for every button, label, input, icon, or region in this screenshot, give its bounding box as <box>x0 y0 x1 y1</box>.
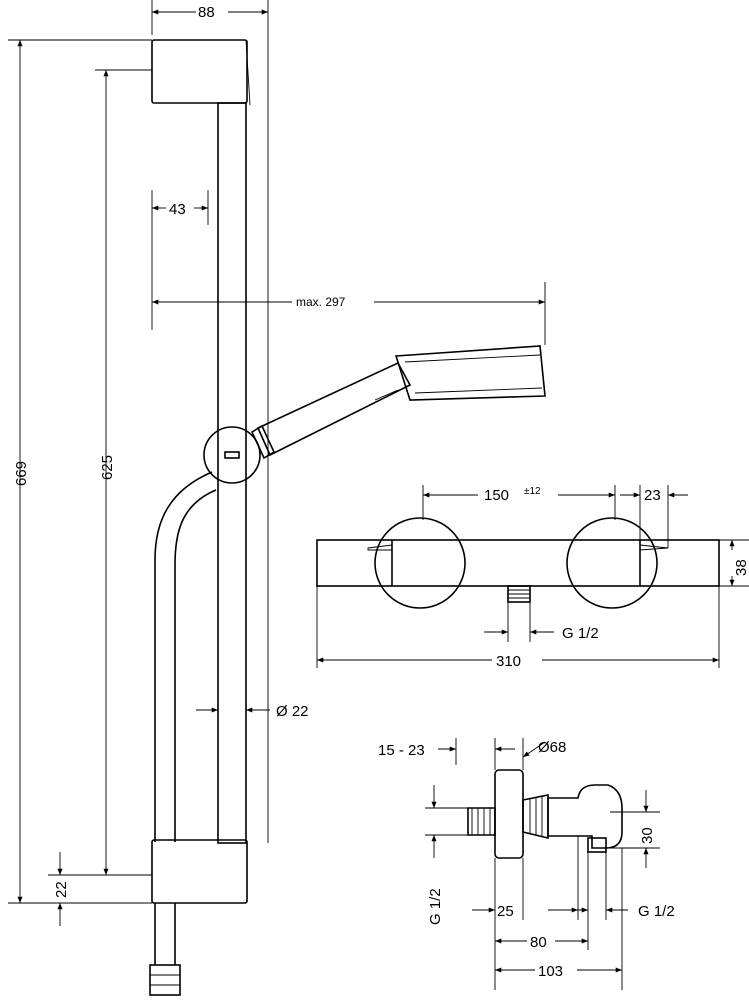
side-body <box>547 784 623 849</box>
dim-side-offset: 30 <box>639 827 656 844</box>
left-rosette <box>374 517 466 609</box>
thermostat-side-view: 15 - 23 Ø68 G 1/2 30 25 G 1/2 <box>378 738 675 990</box>
slider-knob <box>203 426 261 484</box>
bottom-bracket <box>151 839 248 904</box>
dim-eccentric-range: 15 - 23 <box>378 742 425 759</box>
thermostat-front-view: 150 ±12 23 38 G 1/2 310 <box>316 484 749 670</box>
rail-bar <box>217 102 247 844</box>
dim-bottom-offset: 22 <box>53 881 70 898</box>
dim-valve-spacing-tolerance: ±12 <box>524 486 541 497</box>
shower-hose <box>154 471 213 842</box>
hose-nut <box>149 964 181 996</box>
dim-max-reach: max. 297 <box>296 295 346 309</box>
dim-rail-height: 625 <box>99 455 116 480</box>
dim-rosette-diameter: Ø68 <box>538 739 566 756</box>
dim-bracket-offset: 43 <box>169 201 186 218</box>
dim-outlet-thread-side: G 1/2 <box>638 903 675 920</box>
top-bracket <box>151 39 248 104</box>
dim-total-height: 669 <box>13 461 30 486</box>
side-rosette <box>494 769 524 859</box>
dim-valve-edge: 23 <box>644 487 661 504</box>
dim-pipe-diameter: Ø 22 <box>276 703 309 720</box>
hand-shower <box>250 345 546 460</box>
side-eccentric <box>467 807 496 836</box>
dim-top-width: 88 <box>198 4 215 21</box>
dim-body-length: 310 <box>496 653 521 670</box>
dim-side-80: 80 <box>530 934 547 951</box>
dim-outlet-thread-front: G 1/2 <box>562 625 599 642</box>
dim-side-103: 103 <box>538 963 563 980</box>
shower-rail-view: 88 669 625 43 max. 297 Ø 22 22 <box>8 0 546 996</box>
dim-inlet-thread-side: G 1/2 <box>427 888 444 925</box>
dim-body-height: 38 <box>733 559 749 576</box>
dim-valve-spacing: 150 <box>484 487 509 504</box>
dim-side-25: 25 <box>497 903 514 920</box>
side-outlet <box>587 837 607 853</box>
right-rosette <box>566 517 658 609</box>
